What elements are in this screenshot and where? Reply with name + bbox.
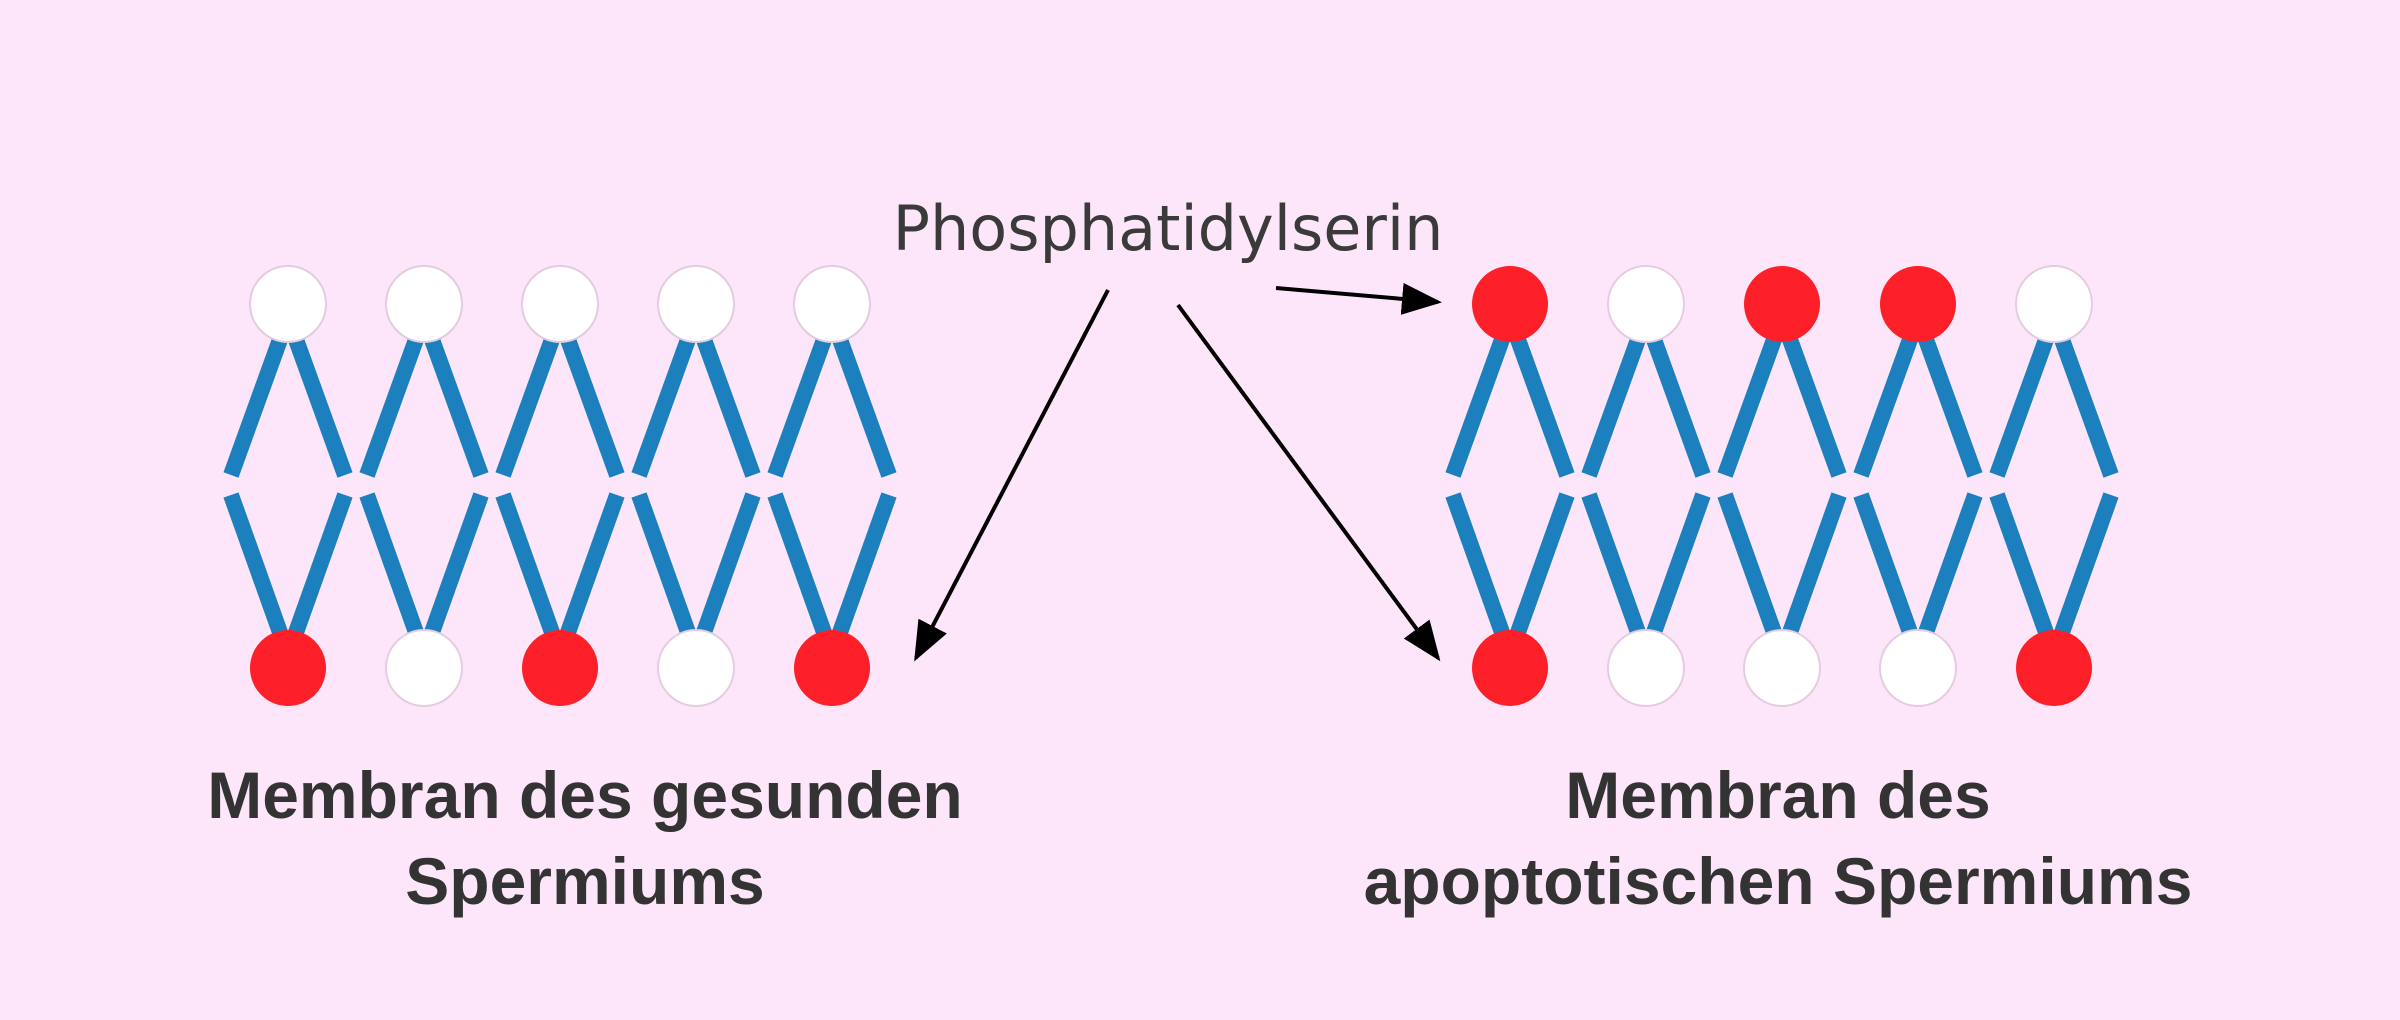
fatty-acid-tail xyxy=(694,331,761,478)
phospholipid-head xyxy=(1607,629,1685,707)
fatty-acid-tail xyxy=(2052,331,2119,478)
apoptotic-membrane-caption: Membran des apoptotischen Spermiums xyxy=(1278,752,2278,924)
fatty-acid-tail xyxy=(1989,331,2056,478)
healthy-membrane-caption: Membran des gesunden Spermiums xyxy=(85,752,1085,924)
apoptotic-membrane-bilayer xyxy=(1445,265,2119,707)
healthy-caption-line1: Membran des gesunden xyxy=(207,758,963,832)
phosphatidylserine-head xyxy=(1880,266,1956,342)
fatty-acid-tail xyxy=(1445,331,1512,478)
arrow-to-healthy-bottom xyxy=(914,289,1110,662)
fatty-acid-tail xyxy=(767,492,834,641)
fatty-acid-tail xyxy=(223,492,290,641)
phospholipid-head xyxy=(657,629,735,707)
fatty-acid-tail xyxy=(1581,492,1648,641)
fatty-acid-tail xyxy=(1916,331,1983,478)
phosphatidylserine-label: Phosphatidylserin xyxy=(893,192,1444,265)
fatty-acid-tail xyxy=(1717,331,1784,478)
fatty-acid-tail xyxy=(495,492,562,641)
fatty-acid-tail xyxy=(1989,492,2056,641)
fatty-acid-tail xyxy=(1916,492,1983,641)
fatty-acid-tail xyxy=(830,331,897,478)
fatty-acid-tail xyxy=(558,492,625,641)
phospholipid-head xyxy=(2015,265,2093,343)
fatty-acid-tail xyxy=(359,331,426,478)
arrow-to-apoptotic-top xyxy=(1275,282,1442,315)
fatty-acid-tail xyxy=(830,492,897,641)
phospholipid-head xyxy=(385,629,463,707)
arrow-to-apoptotic-bottom xyxy=(1176,303,1441,662)
phosphatidylserine-head xyxy=(250,630,326,706)
fatty-acid-tail xyxy=(1853,331,1920,478)
phospholipid-head xyxy=(1879,629,1957,707)
phospholipid-head xyxy=(385,265,463,343)
apoptotic-caption-line2: apoptotischen Spermiums xyxy=(1363,844,2193,918)
fatty-acid-tail xyxy=(359,492,426,641)
fatty-acid-tail xyxy=(1717,492,1784,641)
fatty-acid-tail xyxy=(1644,331,1711,478)
phosphatidylserine-head xyxy=(522,630,598,706)
fatty-acid-tail xyxy=(422,492,489,641)
fatty-acid-tail xyxy=(1508,492,1575,641)
phosphatidylserine-head xyxy=(1472,630,1548,706)
fatty-acid-tail xyxy=(1644,492,1711,641)
apoptotic-caption-line1: Membran des xyxy=(1565,758,1991,832)
fatty-acid-tail xyxy=(631,331,698,478)
phospholipid-head xyxy=(657,265,735,343)
fatty-acid-tail xyxy=(1445,492,1512,641)
fatty-acid-tail xyxy=(422,331,489,478)
phospholipid-head xyxy=(793,265,871,343)
fatty-acid-tail xyxy=(1508,331,1575,478)
phosphatidylserine-head xyxy=(794,630,870,706)
phosphatidylserine-head xyxy=(2016,630,2092,706)
phospholipid-head xyxy=(1743,629,1821,707)
healthy-caption-line2: Spermiums xyxy=(405,844,765,918)
fatty-acid-tail xyxy=(223,331,290,478)
fatty-acid-tail xyxy=(1780,492,1847,641)
fatty-acid-tail xyxy=(286,331,353,478)
fatty-acid-tail xyxy=(1853,492,1920,641)
phosphatidylserine-head xyxy=(1744,266,1820,342)
phosphatidylserine-head xyxy=(1472,266,1548,342)
fatty-acid-tail xyxy=(2052,492,2119,641)
fatty-acid-tail xyxy=(767,331,834,478)
fatty-acid-tail xyxy=(631,492,698,641)
healthy-membrane-bilayer xyxy=(223,265,897,707)
phospholipid-head xyxy=(249,265,327,343)
phospholipid-head xyxy=(1607,265,1685,343)
fatty-acid-tail xyxy=(694,492,761,641)
fatty-acid-tail xyxy=(558,331,625,478)
phospholipid-head xyxy=(521,265,599,343)
phosphatidylserine-arrows xyxy=(914,282,1442,662)
fatty-acid-tail xyxy=(286,492,353,641)
fatty-acid-tail xyxy=(1780,331,1847,478)
fatty-acid-tail xyxy=(495,331,562,478)
fatty-acid-tail xyxy=(1581,331,1648,478)
